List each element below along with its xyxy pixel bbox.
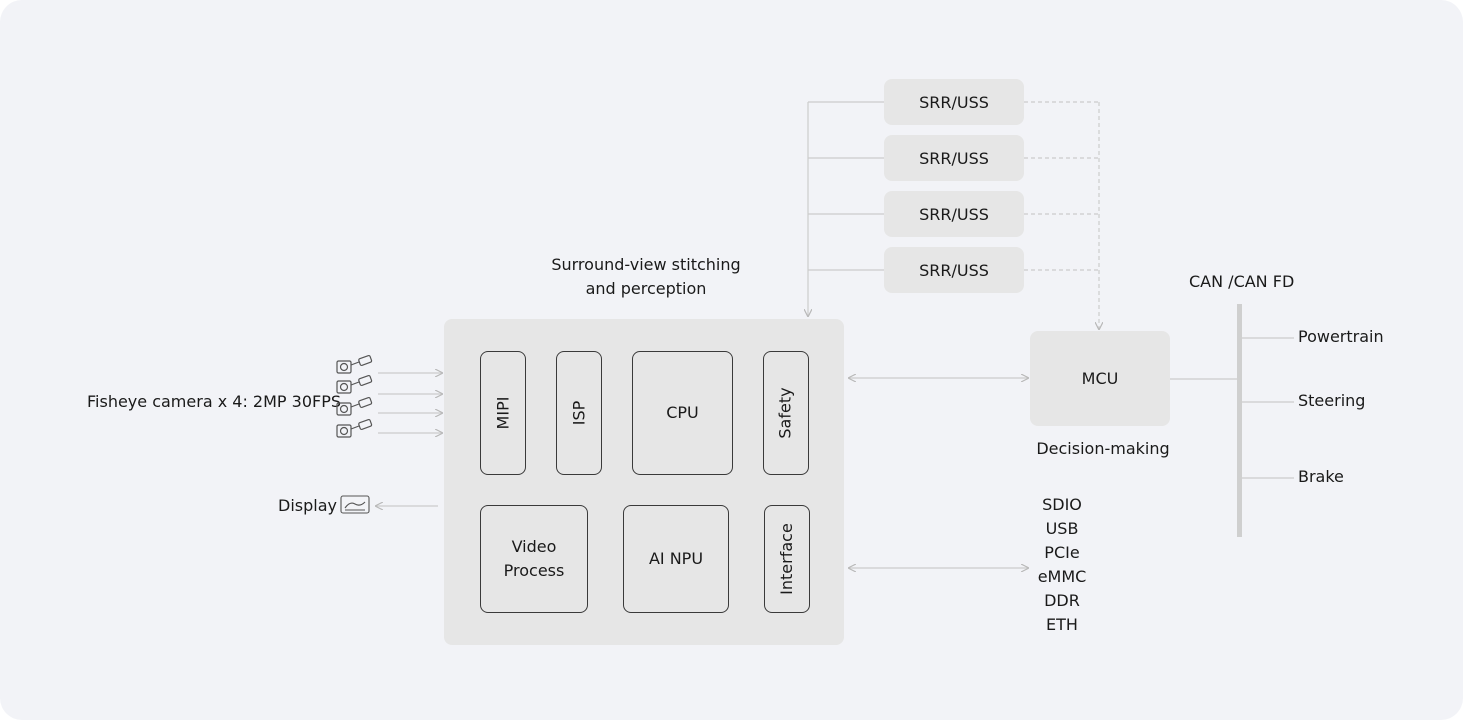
sensor-label: SRR/USS <box>919 148 989 168</box>
bus-branches <box>1242 337 1294 479</box>
mcu-block: MCU <box>1030 331 1170 426</box>
sensor-label: SRR/USS <box>919 204 989 224</box>
isp-block: ISP <box>556 351 602 475</box>
sensor-label: SRR/USS <box>919 92 989 112</box>
sensor-box: SRR/USS <box>884 79 1024 125</box>
mipi-block: MIPI <box>480 351 526 475</box>
camera-arrows <box>378 373 442 433</box>
can-node-powertrain: Powertrain <box>1298 327 1384 346</box>
camera-label: Fisheye camera x 4: 2MP 30FPS <box>87 392 341 411</box>
sensor-box: SRR/USS <box>884 247 1024 293</box>
soc-caption: Surround-view stitching and perception <box>546 253 746 301</box>
interface-item: USB <box>1045 519 1079 538</box>
mcu-caption: Decision-making <box>1036 439 1170 458</box>
interface-list: SDIO USB PCIe eMMC DDR ETH <box>1022 493 1102 637</box>
soc-caption-line1: Surround-view stitching <box>551 255 741 274</box>
ai-npu-label: AI NPU <box>648 549 704 568</box>
interface-label: Interface <box>777 523 797 595</box>
can-bus-bar <box>1237 304 1242 537</box>
cpu-label: CPU <box>666 403 699 422</box>
interface-item: DDR <box>1044 591 1080 610</box>
display-label: Display <box>278 496 337 515</box>
interface-item: eMMC <box>1037 567 1087 586</box>
camera-icon <box>335 354 375 450</box>
sensor-mcu-lines <box>1024 101 1099 329</box>
soc-caption-line2: and perception <box>585 279 707 298</box>
sensor-label: SRR/USS <box>919 260 989 280</box>
mipi-label: MIPI <box>492 396 512 430</box>
cpu-block: CPU <box>632 351 733 475</box>
can-node-steering: Steering <box>1298 391 1366 410</box>
interface-item: ETH <box>1046 615 1078 634</box>
display-icon <box>340 495 370 519</box>
mcu-label: MCU <box>1081 369 1119 388</box>
interface-item: SDIO <box>1042 495 1082 514</box>
video-process-block: Video Process <box>480 505 588 613</box>
safety-block: Safety <box>763 351 809 475</box>
sensor-box: SRR/USS <box>884 135 1024 181</box>
soc-block <box>444 319 844 645</box>
interface-block: Interface <box>764 505 810 613</box>
safety-label: Safety <box>776 387 795 439</box>
can-title: CAN /CAN FD <box>1189 272 1295 291</box>
interface-item: PCIe <box>1044 543 1080 562</box>
video-label-line1: Video <box>511 537 557 556</box>
sensor-soc-lines <box>808 101 884 316</box>
video-label-line2: Process <box>503 561 565 580</box>
can-node-brake: Brake <box>1298 467 1344 486</box>
ai-npu-block: AI NPU <box>623 505 729 613</box>
isp-label: ISP <box>569 400 588 426</box>
sensor-box: SRR/USS <box>884 191 1024 237</box>
